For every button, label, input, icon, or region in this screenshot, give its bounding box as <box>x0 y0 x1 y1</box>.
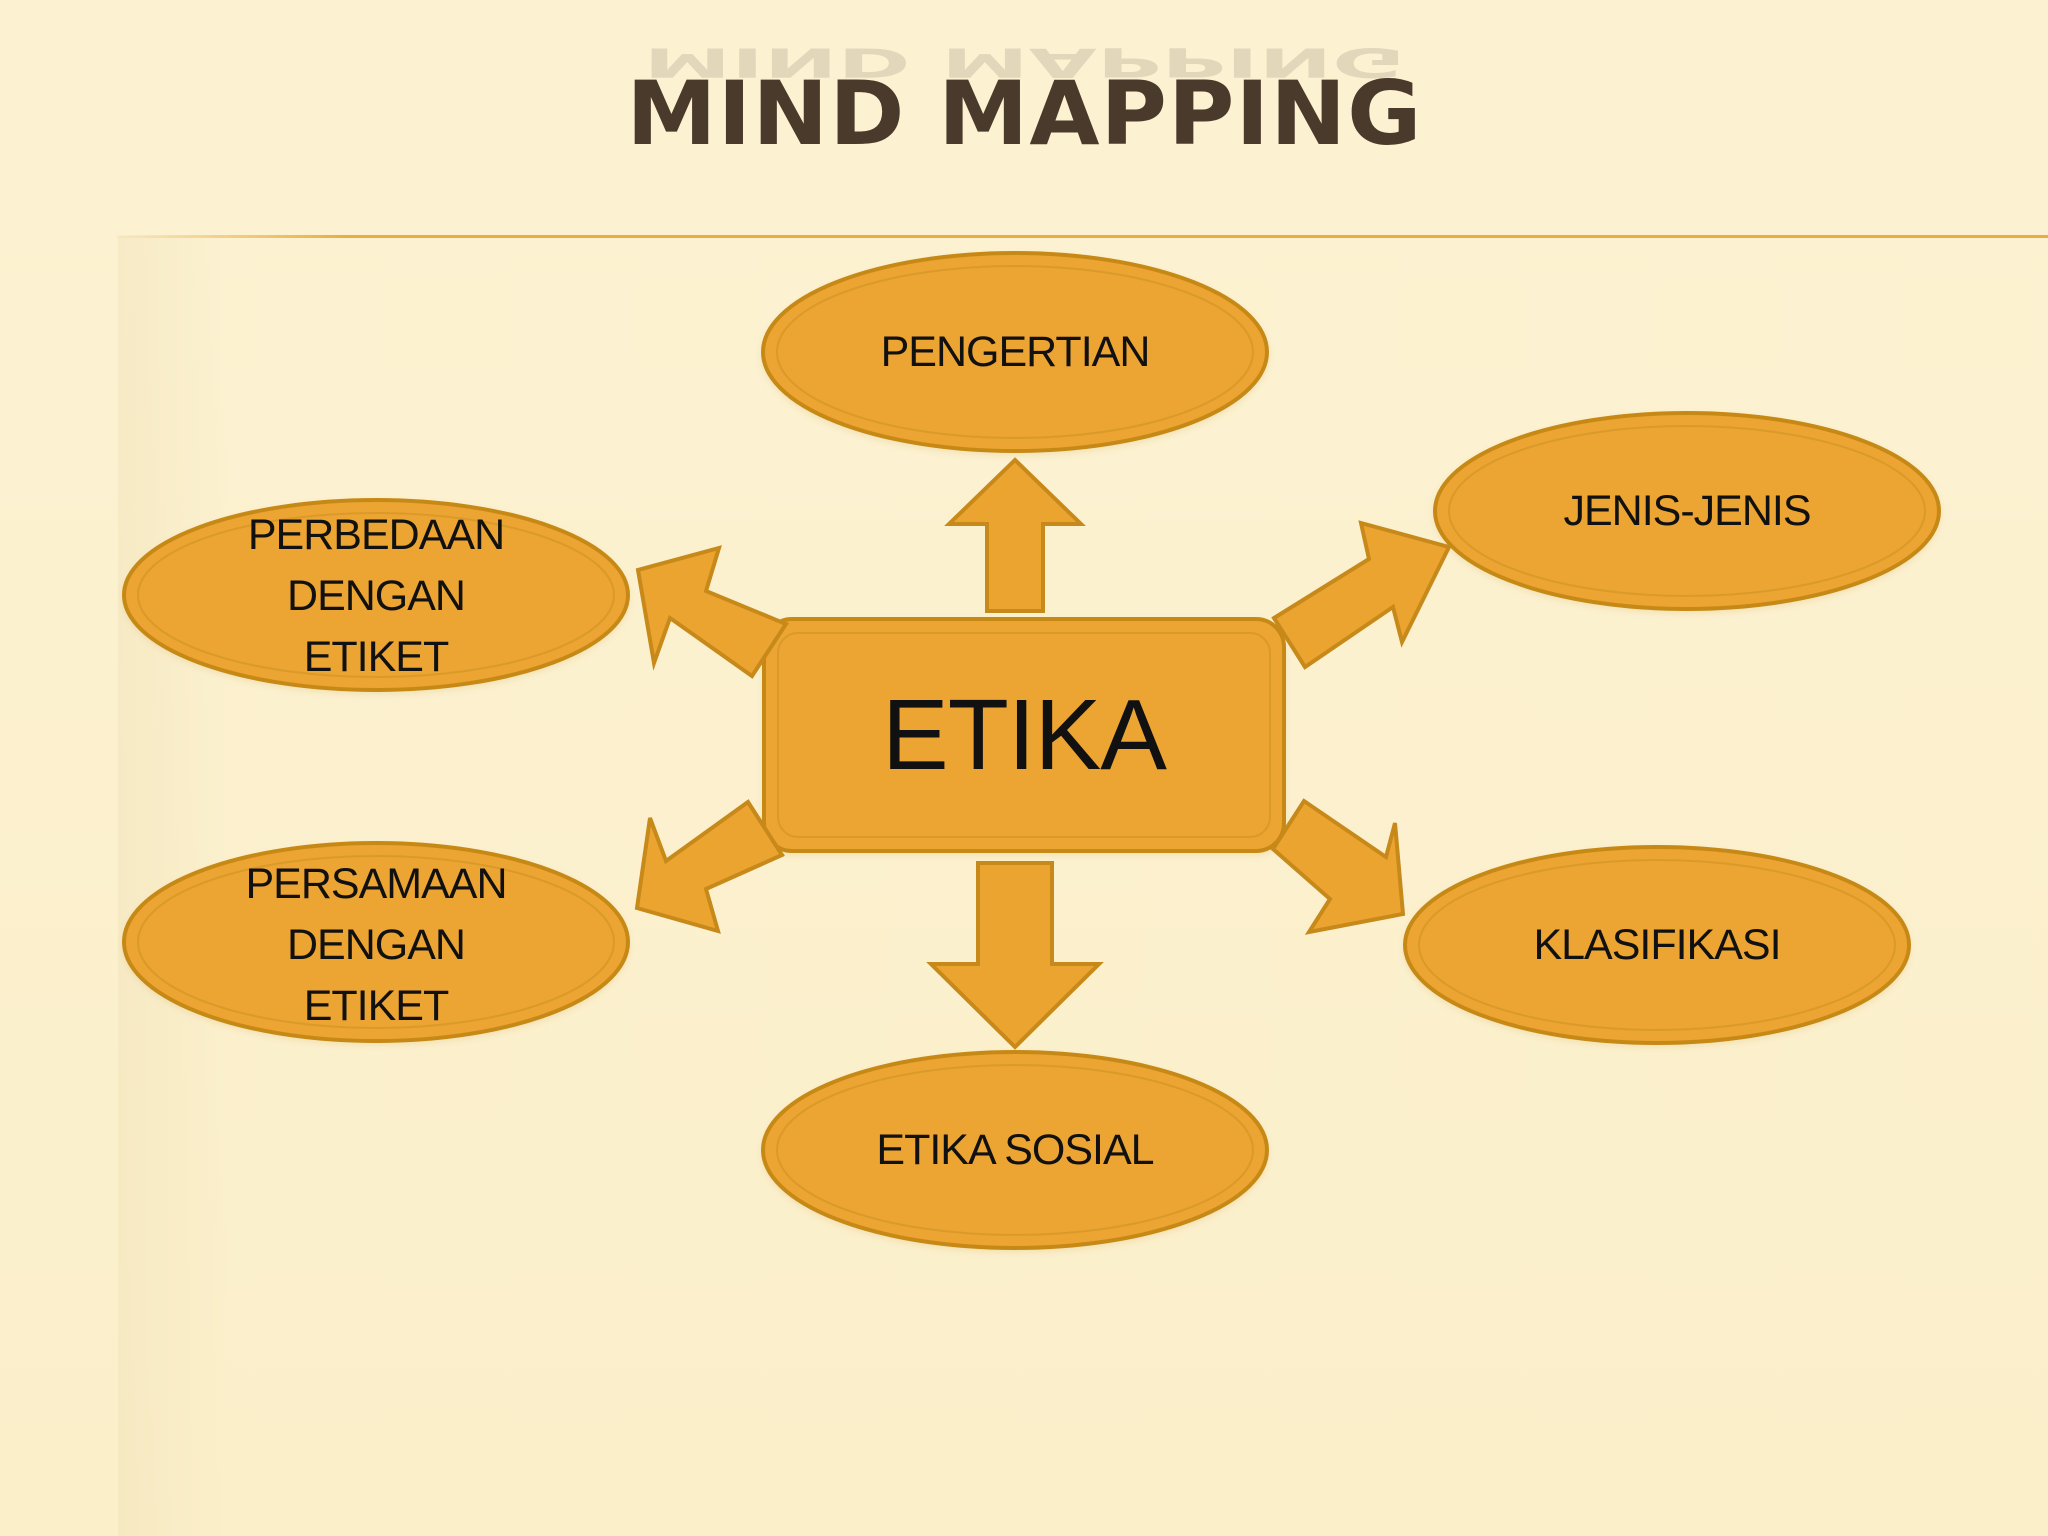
node-etika-sosial-label: ETIKA SOSIAL <box>876 1125 1154 1174</box>
node-pengertian-shape <box>761 251 1269 453</box>
title-divider <box>116 235 2048 238</box>
arrow-to-perbedaan <box>635 545 789 679</box>
slide-title: MIND MAPPING <box>625 62 1423 165</box>
arrow-to-etika-sosial <box>926 861 1104 1050</box>
node-persamaan-shape <box>122 841 630 1043</box>
node-pengertian-label: PENGERTIAN <box>880 327 1151 376</box>
arrow-to-persamaan <box>634 799 785 934</box>
node-jenis-jenis-shape <box>1433 411 1941 611</box>
node-jenis-jenis-label: JENIS-JENIS <box>1563 486 1811 535</box>
node-perbedaan-shape <box>122 498 630 692</box>
title-area: MIND MAPPING <box>0 70 2048 210</box>
node-persamaan-label: PERSAMAAN DENGAN ETIKET <box>245 860 507 1030</box>
arrow-to-klasifikasi <box>1270 798 1406 935</box>
node-perbedaan-label: PERBEDAAN DENGAN ETIKET <box>247 511 505 681</box>
center-node-shape <box>762 617 1286 853</box>
node-etika-sosial-shape <box>761 1050 1269 1250</box>
arrow-to-pengertian <box>944 457 1086 613</box>
center-node-label: ETIKA <box>882 679 1167 791</box>
node-klasifikasi-shape <box>1403 845 1911 1045</box>
arrow-to-jenis-jenis <box>1271 520 1452 670</box>
node-klasifikasi-label: KLASIFIKASI <box>1533 920 1781 969</box>
